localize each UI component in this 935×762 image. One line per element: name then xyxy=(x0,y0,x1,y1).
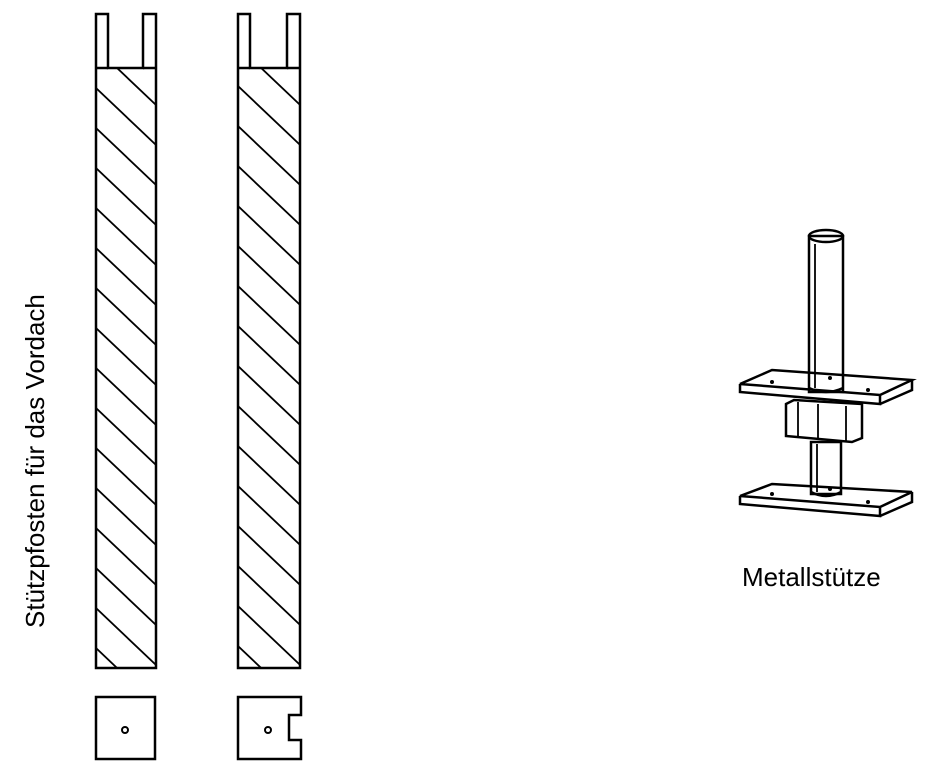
cross-section-center-dot xyxy=(121,726,129,734)
post-right-hatching xyxy=(238,68,300,762)
support-posts-caption: Stützpfosten für das Vordach xyxy=(20,294,50,628)
hatch-line xyxy=(96,247,156,306)
hatch-line xyxy=(96,407,156,466)
hatch-line xyxy=(96,167,156,226)
hatch-line xyxy=(115,68,156,106)
hatch-line xyxy=(96,287,156,346)
hatch-line xyxy=(96,207,156,266)
post-left-hatching xyxy=(96,8,156,668)
hatch-line xyxy=(238,605,300,666)
hatch-line xyxy=(238,165,300,226)
post-left-cross-section xyxy=(94,695,157,761)
post-left-outline xyxy=(94,12,158,670)
metal-support-illustration xyxy=(738,228,917,518)
hatch-line xyxy=(238,445,300,506)
hatch-line xyxy=(238,125,300,186)
hatch-line xyxy=(238,245,300,306)
hatch-line xyxy=(96,567,156,626)
hatch-line xyxy=(96,127,156,186)
hatch-line xyxy=(96,87,156,146)
hatch-line xyxy=(259,68,300,106)
support-post-right xyxy=(236,12,302,762)
hatch-line xyxy=(96,647,119,668)
metal-support-caption: Metallstütze xyxy=(742,562,881,592)
post-right-outline xyxy=(236,12,302,670)
hatch-line xyxy=(238,285,300,346)
hatch-line xyxy=(238,365,300,426)
hatch-line xyxy=(238,205,300,266)
hatch-line xyxy=(96,487,156,546)
hatch-line xyxy=(96,527,156,586)
cross-section-center-dot xyxy=(264,726,272,734)
hatch-line xyxy=(96,607,156,666)
hatch-line xyxy=(238,565,300,626)
hatch-line xyxy=(238,405,300,466)
hatch-line xyxy=(238,525,300,586)
hatch-line xyxy=(238,485,300,546)
hatch-line xyxy=(238,726,300,762)
support-post-left xyxy=(94,8,158,670)
post-right-cross-section xyxy=(236,695,303,761)
hatch-line xyxy=(238,85,300,146)
hatch-line xyxy=(96,327,156,386)
hatch-line xyxy=(238,325,300,386)
hatch-line xyxy=(238,645,263,668)
hatch-line xyxy=(96,8,156,65)
hatch-line xyxy=(96,447,156,506)
hatch-line xyxy=(96,367,156,426)
